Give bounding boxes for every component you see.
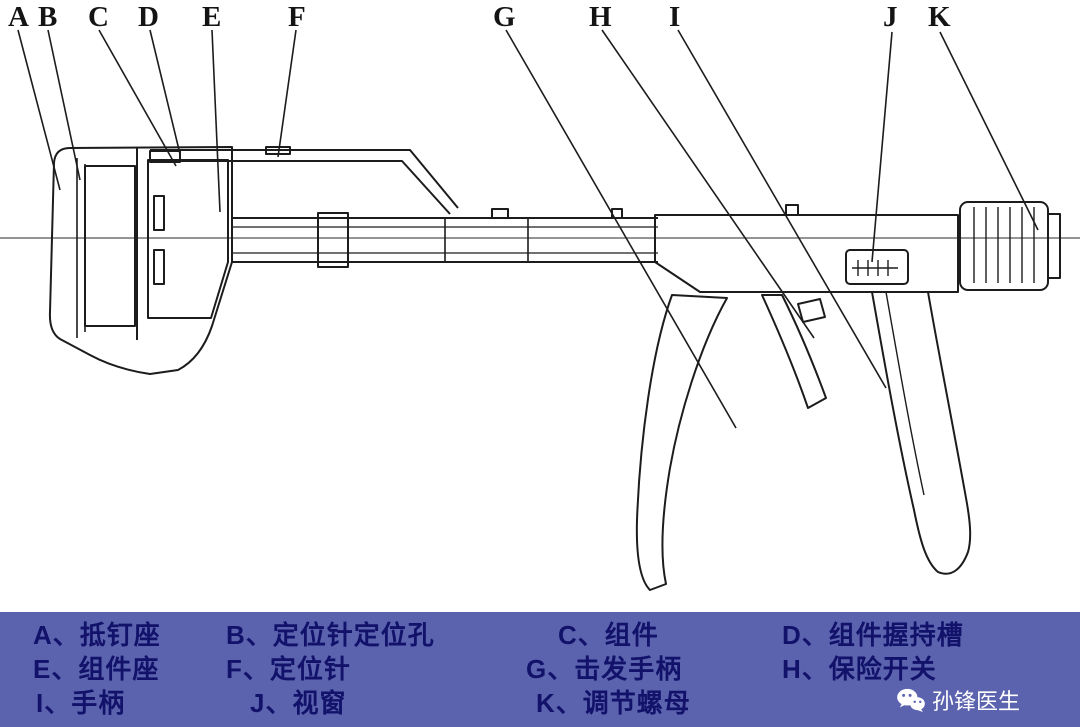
- callout-letter-d: D: [138, 1, 159, 33]
- legend-item-f: F、定位针: [226, 654, 351, 684]
- leader-line-j: [871, 31, 893, 263]
- wechat-icon: [897, 688, 925, 712]
- callout-letter-f: F: [288, 1, 306, 33]
- leader-line-c: [98, 29, 177, 167]
- frame-body-outline: [654, 214, 959, 293]
- leader-line-h: [601, 29, 815, 339]
- component-outline: [147, 159, 229, 319]
- positioning-pin-rail-top: [150, 149, 459, 209]
- callout-letter-e: E: [202, 1, 222, 33]
- leader-line-a: [17, 29, 61, 191]
- shaft-coupling: [317, 212, 349, 268]
- leader-line-b: [47, 29, 81, 181]
- leader-lines: [17, 29, 1039, 429]
- legend-item-e: E、组件座: [33, 654, 160, 684]
- sight-nub: [785, 204, 799, 216]
- adjusting-nut: [959, 201, 1049, 291]
- stapler-line-drawing: [0, 29, 1080, 591]
- callout-letter-h: H: [589, 1, 612, 33]
- leader-line-f: [277, 29, 297, 158]
- legend-item-j: J、视窗: [250, 688, 347, 718]
- callout-letter-k: K: [928, 1, 951, 33]
- legend-item-h: H、保险开关: [782, 654, 937, 684]
- shaft-joint-lines: [444, 218, 529, 262]
- nut-knurl-ridges: [973, 207, 1035, 283]
- leader-line-e: [211, 29, 221, 213]
- callout-letter-c: C: [88, 1, 109, 33]
- watermark-text: 孙锋医生: [932, 689, 1021, 714]
- window-frame: [845, 249, 909, 285]
- firing-handle-outline: [635, 294, 728, 591]
- callout-letter-g: G: [493, 1, 516, 33]
- fixed-handle-inner-line: [885, 291, 925, 496]
- leader-line-k: [939, 31, 1039, 231]
- legend-item-a: A、抵钉座: [33, 620, 161, 650]
- shaft-top-nub: [491, 208, 509, 219]
- safety-switch: [797, 298, 826, 323]
- anvil-cap-inner-lines: [76, 158, 86, 338]
- callout-letter-i: I: [669, 1, 681, 33]
- legend-bar: A、抵钉座 B、定位针定位孔 C、组件 D、组件握持槽 E、组件座 F、定位针 …: [0, 612, 1080, 727]
- component-slot-upper: [153, 195, 165, 231]
- leader-line-d: [149, 29, 181, 155]
- component-slot-lower: [153, 249, 165, 285]
- callout-letter-b: B: [38, 1, 58, 33]
- fixed-handle-outline: [871, 291, 972, 575]
- legend-item-g: G、击发手柄: [526, 654, 683, 684]
- legend-item-i: I、手柄: [36, 688, 126, 718]
- callout-letter-j: J: [883, 1, 898, 33]
- leader-line-g: [505, 29, 737, 429]
- callout-letter-a: A: [8, 1, 29, 33]
- nut-end-cap: [1047, 213, 1061, 279]
- legend-item-d: D、组件握持槽: [782, 620, 964, 650]
- anvil-assembly-outline: [48, 146, 233, 375]
- positioning-pin-rail-bottom: [150, 160, 451, 215]
- leader-line-i: [677, 29, 887, 389]
- legend-item-k: K、调节螺母: [536, 688, 691, 718]
- anvil-body: [84, 165, 136, 327]
- watermark: 孙锋医生: [896, 684, 1020, 716]
- legend-item-c: C、组件: [558, 620, 659, 650]
- legend-item-b: B、定位针定位孔: [226, 620, 435, 650]
- trigger-lever: [761, 294, 827, 409]
- stapler-body-group: [48, 146, 1061, 591]
- window-tick-marks: [852, 260, 898, 276]
